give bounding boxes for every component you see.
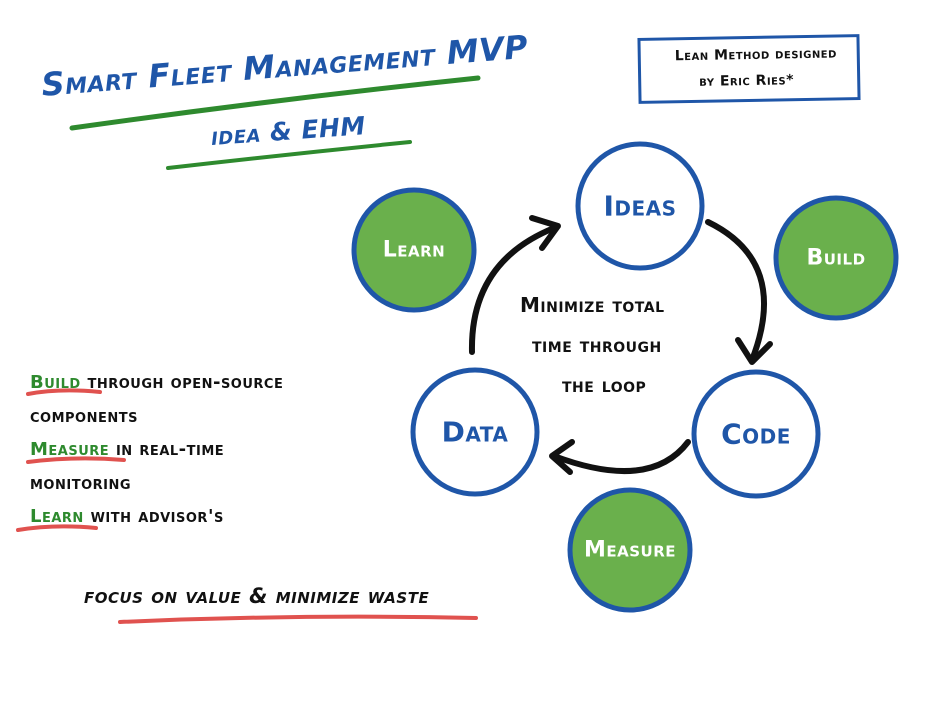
arrow-code-to-data-head [549, 439, 575, 475]
label-learn: Learn [382, 237, 446, 263]
note-measure-text: in real-time [109, 439, 225, 460]
underline-build [26, 388, 102, 396]
note-measure: Measure in real-time [30, 433, 370, 467]
arrow-data-to-ideas-head [529, 215, 561, 251]
underline-measure [26, 456, 126, 464]
note-measure-keyword: Measure [30, 439, 110, 460]
circle-build [773, 195, 899, 321]
note-build: Build through open-source [30, 366, 370, 400]
label-data: Data [441, 415, 509, 449]
credit-line1: Lean Method designed [674, 45, 838, 65]
note-build-cont: components [30, 405, 138, 427]
label-code: Code [721, 417, 791, 451]
credit-box: Lean Method designed by Eric Ries* [637, 34, 861, 104]
note-build-keyword: Build [30, 372, 81, 393]
subtitle-underline-green [166, 140, 412, 170]
center-line3: the loop [562, 373, 647, 397]
credit-line2: by Eric Ries* [699, 72, 795, 90]
note-learn: Learn with advisor's [30, 500, 370, 534]
note-learn-text: with advisor's [83, 506, 224, 527]
center-line1: Minimize total [520, 293, 665, 317]
label-ideas: Ideas [603, 189, 677, 223]
center-line2: time through [532, 333, 662, 357]
focus-statement: focus on value & minimize waste [84, 584, 430, 608]
notes-list: Build through open-source components Mea… [30, 366, 370, 534]
label-measure: Measure [583, 537, 677, 563]
label-build: Build [806, 245, 866, 271]
circle-ideas [575, 141, 705, 271]
arrow-ideas-to-code-head [735, 337, 773, 365]
center-text: Minimize total time through the loop [520, 285, 750, 405]
circle-learn [351, 187, 477, 313]
circle-code [691, 369, 821, 499]
title-underline-green [69, 75, 481, 131]
underline-learn [16, 524, 98, 532]
underline-focus [118, 614, 478, 624]
note-build-text: through open-source [80, 372, 284, 393]
circle-data [410, 367, 540, 497]
note-learn-keyword: Learn [30, 506, 84, 527]
arrow-data-to-ideas [468, 225, 557, 355]
arrow-ideas-to-code [705, 219, 767, 363]
arrow-code-to-data [551, 439, 691, 474]
note-measure-cont: monitoring [30, 472, 132, 494]
circle-measure [567, 487, 693, 613]
